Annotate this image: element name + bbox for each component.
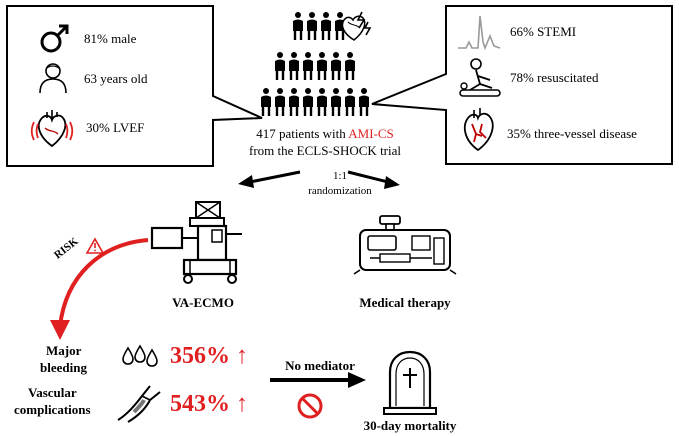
- bleeding-value: 356% ↑: [170, 343, 248, 369]
- patient-crowd-icon: [261, 11, 372, 116]
- person-silhouette-icon: [321, 12, 331, 40]
- person-silhouette-icon: [275, 88, 285, 116]
- person-silhouette-icon: [289, 52, 299, 80]
- mediator-arrow: [270, 372, 366, 388]
- randomization-text: randomization: [308, 185, 372, 197]
- person-silhouette-icon: [261, 88, 271, 116]
- prohibited-icon: [297, 393, 323, 419]
- ratio-text: 1:1: [332, 170, 348, 182]
- three-vessel-text: 35% three-vessel disease: [507, 126, 637, 141]
- heart-lvef-icon: [30, 110, 74, 148]
- person-icon: [39, 63, 67, 94]
- ecmo-label: VA-ECMO: [172, 295, 234, 310]
- warning-triangle-icon: [85, 237, 105, 254]
- no-mediator-label: No mediator: [285, 358, 355, 373]
- medical-label: Medical therapy: [359, 295, 451, 310]
- infusion-pump-icon: [353, 215, 457, 275]
- bleeding-label-1: Major: [46, 343, 82, 358]
- person-silhouette-icon: [293, 12, 303, 40]
- male-percent: 81% male: [84, 31, 137, 46]
- person-silhouette-icon: [317, 88, 327, 116]
- mortality-label: 30-day mortality: [363, 418, 457, 433]
- vascular-label-1: Vascular: [28, 385, 77, 400]
- blood-drops-icon: [122, 344, 158, 367]
- person-silhouette-icon: [275, 52, 285, 80]
- cpr-resuscitation-icon: [459, 58, 501, 97]
- resuscitated-text: 78% resuscitated: [510, 70, 599, 85]
- stemi-text: 66% STEMI: [510, 24, 577, 39]
- coronary-heart-icon: [463, 108, 494, 152]
- vascular-value: 543% ↑: [170, 391, 248, 417]
- vascular-label-2: complications: [14, 402, 91, 417]
- ami-cs-highlight: AMI-CS: [348, 126, 394, 141]
- person-silhouette-icon: [317, 52, 327, 80]
- person-silhouette-icon: [303, 88, 313, 116]
- person-silhouette-icon: [331, 88, 341, 116]
- person-silhouette-icon: [345, 88, 355, 116]
- right-callout: [371, 5, 673, 165]
- lvef-text: 30% LVEF: [86, 120, 145, 135]
- patients-prefix: 417 patients with: [256, 126, 349, 141]
- age-text: 63 years old: [84, 71, 148, 86]
- person-silhouette-icon: [303, 52, 313, 80]
- blood-vessel-icon: [117, 385, 161, 423]
- person-silhouette-icon: [331, 52, 341, 80]
- person-silhouette-icon: [345, 52, 355, 80]
- bleeding-label-2: bleeding: [40, 360, 87, 375]
- risk-arrow: [50, 238, 149, 340]
- shock-heart-icon: [341, 11, 372, 41]
- ecg-stemi-icon: [458, 15, 501, 51]
- person-silhouette-icon: [289, 88, 299, 116]
- tombstone-icon: [383, 350, 437, 415]
- person-silhouette-icon: [307, 12, 317, 40]
- randomization-arrows: [238, 170, 400, 189]
- patients-line: 417 patients with AMI-CS: [220, 126, 430, 142]
- trial-text: from the ECLS-SHOCK trial: [248, 143, 401, 158]
- person-silhouette-icon: [359, 88, 369, 116]
- ecmo-machine-icon: [150, 201, 242, 284]
- male-symbol-icon: [40, 24, 69, 53]
